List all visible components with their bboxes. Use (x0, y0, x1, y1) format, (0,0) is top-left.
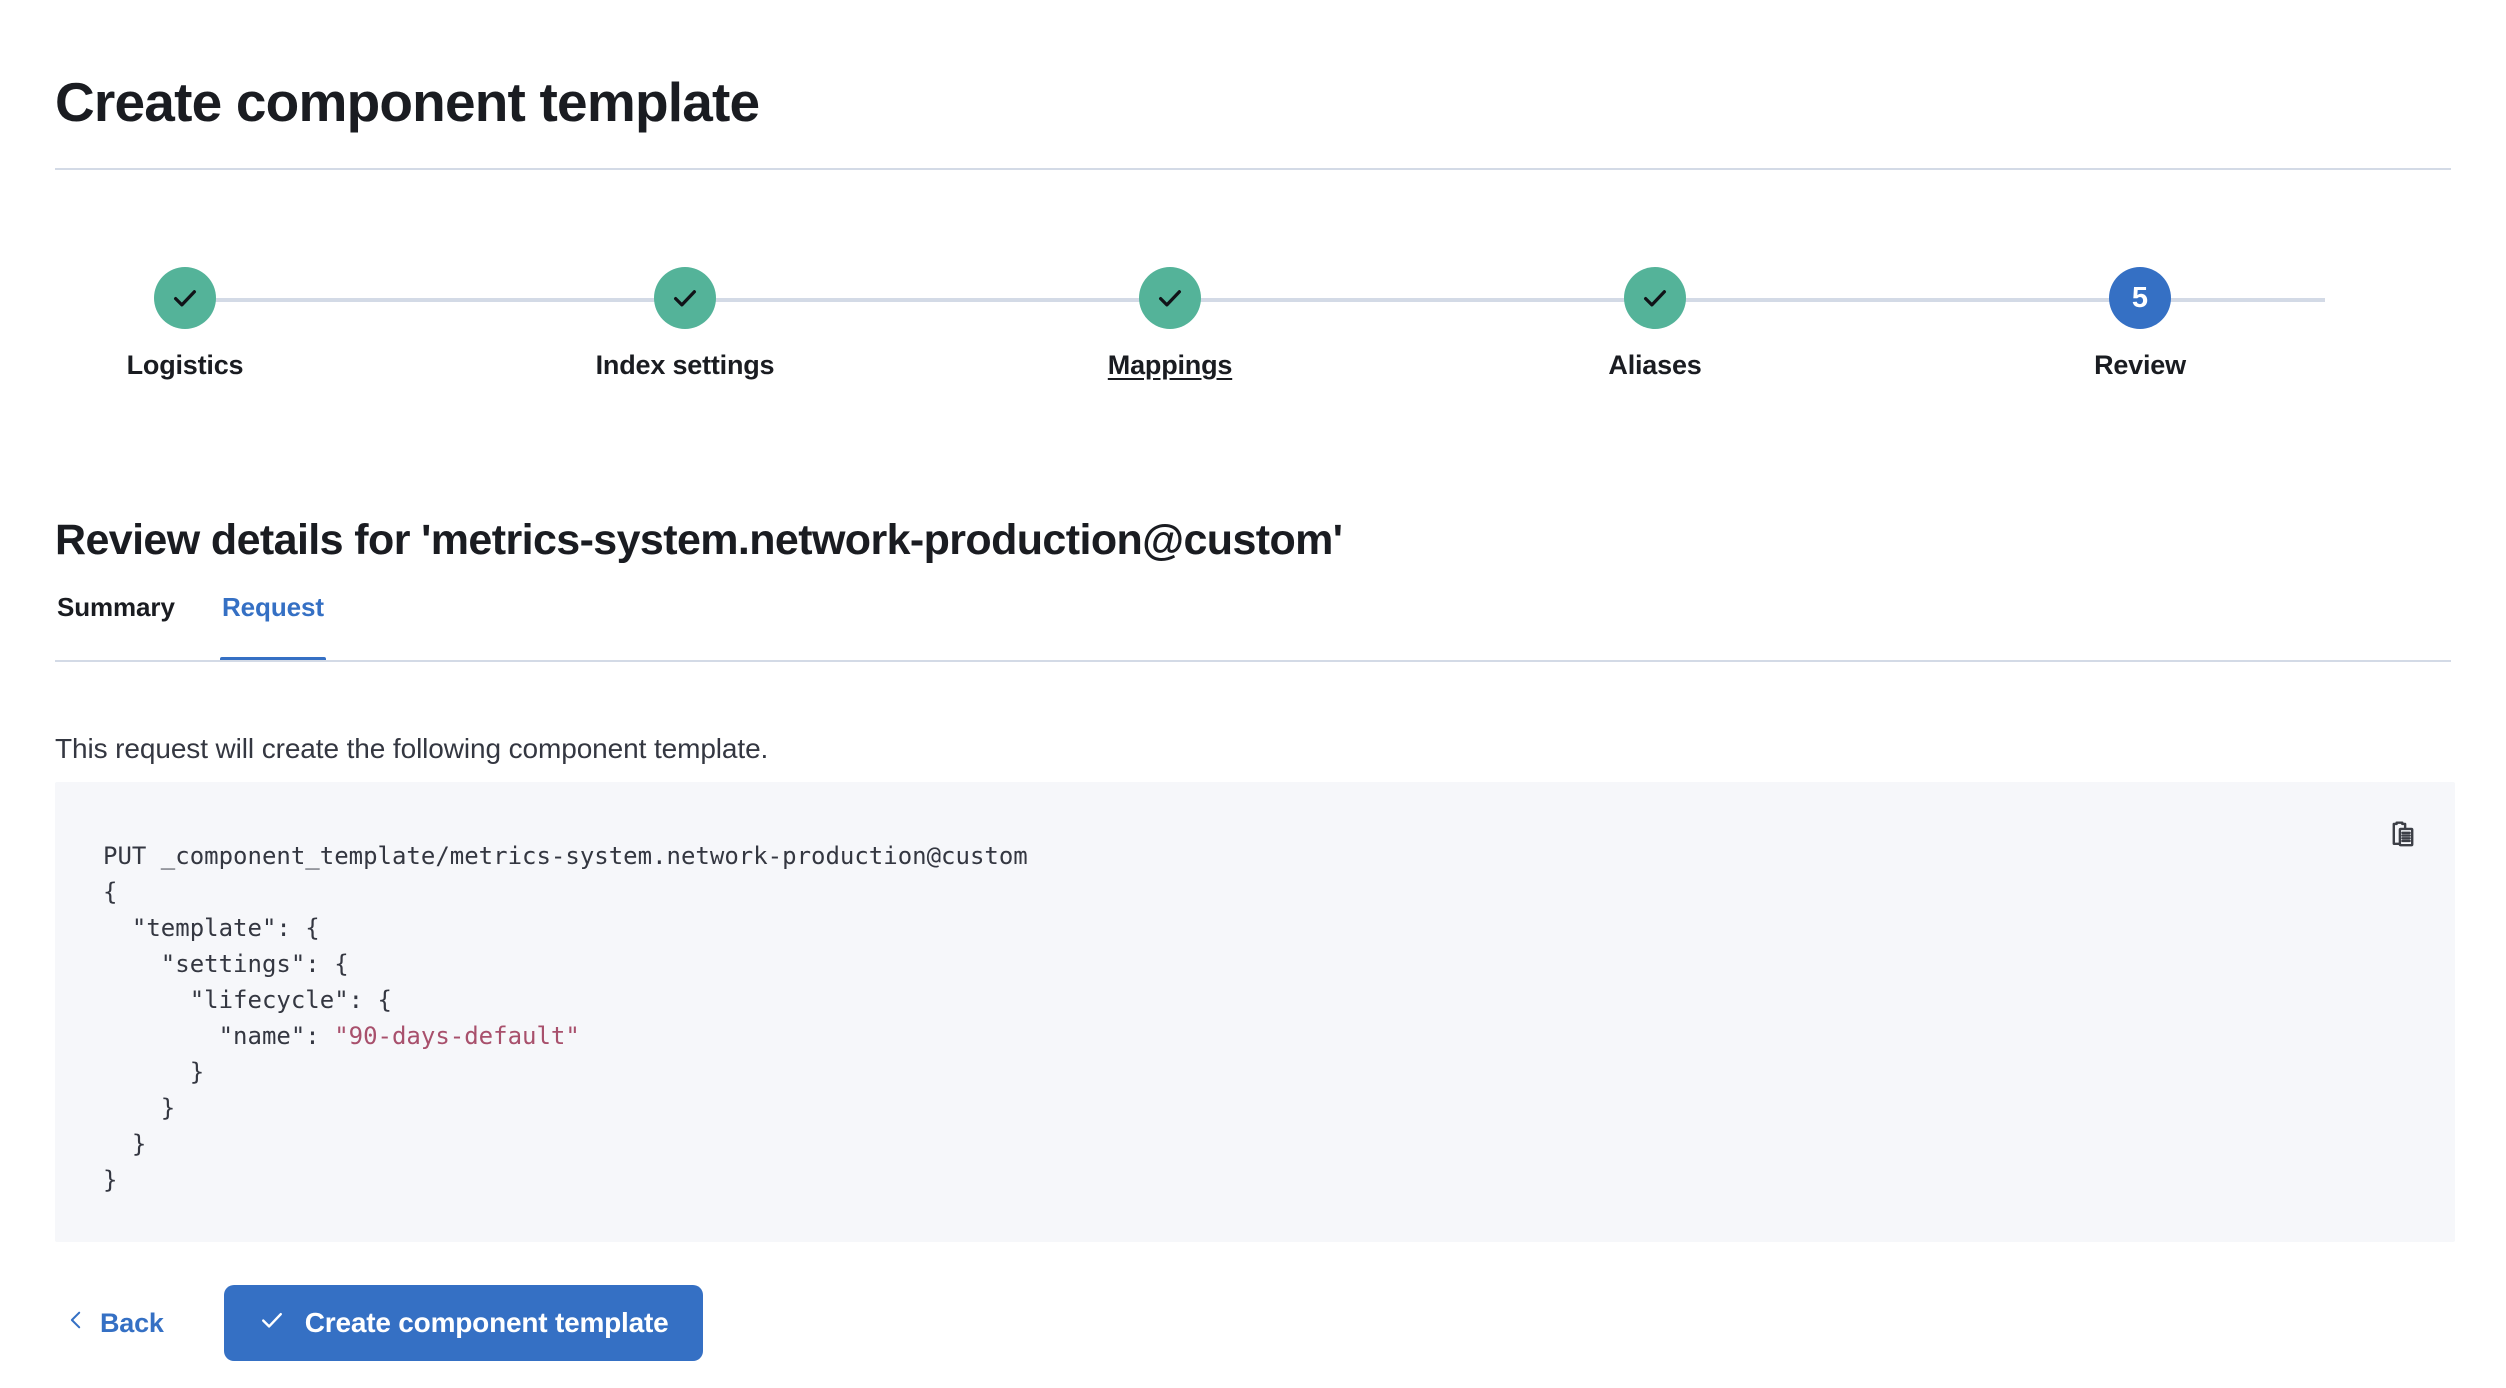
create-component-template-button[interactable]: Create component template (223, 1285, 703, 1361)
step-status-circle (1624, 267, 1686, 329)
back-button[interactable]: Back (55, 1306, 176, 1341)
step-label[interactable]: Review (2094, 350, 2186, 380)
step-review[interactable]: 5 Review (1990, 250, 2290, 381)
code-line: "settings": { (103, 950, 349, 978)
wizard-stepper: Logistics Index settings Mapping (55, 250, 2451, 400)
chevron-left-icon (65, 1306, 87, 1341)
review-heading: Review details for 'metrics-system.netwo… (55, 515, 1343, 564)
step-label[interactable]: Index settings (595, 350, 775, 380)
code-line: } (103, 1058, 205, 1086)
step-label[interactable]: Logistics (126, 350, 244, 380)
step-index-settings[interactable]: Index settings (535, 250, 835, 381)
tab-label: Request (222, 592, 324, 622)
code-string-value: "90-days-default" (334, 1022, 580, 1050)
tab-summary[interactable]: Summary (55, 592, 177, 662)
copy-clipboard-icon[interactable] (2377, 810, 2429, 862)
request-code-panel: PUT _component_template/metrics-system.n… (55, 782, 2455, 1242)
code-line: } (103, 1166, 118, 1194)
code-line: "lifecycle": { (103, 986, 392, 1014)
code-line: "template": { (103, 914, 320, 942)
step-mappings[interactable]: Mappings (1020, 250, 1320, 381)
code-line: { (103, 878, 118, 906)
request-description: This request will create the following c… (55, 733, 769, 764)
check-icon (670, 283, 700, 313)
stepper-connector-line (185, 298, 2325, 302)
page-title: Create component template (55, 70, 760, 133)
review-tabs: Summary Request (55, 592, 2451, 662)
tab-request[interactable]: Request (220, 592, 326, 662)
step-aliases[interactable]: Aliases (1505, 250, 1805, 381)
check-icon (170, 283, 200, 313)
tab-active-indicator (220, 657, 326, 662)
check-icon (258, 1306, 286, 1341)
wizard-footer: Back Create component template (55, 1285, 703, 1361)
step-number: 5 (2131, 281, 2149, 314)
back-button-label: Back (100, 1307, 164, 1338)
tab-label: Summary (57, 592, 175, 622)
step-status-circle (654, 267, 716, 329)
code-line: } (103, 1094, 176, 1122)
title-divider (55, 168, 2451, 170)
code-line: "name": (103, 1022, 335, 1050)
code-method-line: PUT _component_template/metrics-system.n… (103, 842, 1028, 870)
create-component-template-button-label: Create component template (304, 1307, 669, 1338)
step-status-circle (154, 267, 216, 329)
step-logistics[interactable]: Logistics (35, 250, 335, 381)
step-label[interactable]: Aliases (1608, 350, 1702, 380)
check-icon (1155, 283, 1185, 313)
request-code-block: PUT _component_template/metrics-system.n… (103, 838, 1028, 1198)
tabs-underline (55, 660, 2451, 662)
step-status-circle: 5 (2109, 267, 2171, 329)
step-status-circle (1139, 267, 1201, 329)
step-label[interactable]: Mappings (1107, 350, 1233, 380)
check-icon (1640, 283, 1670, 313)
code-line: } (103, 1130, 147, 1158)
